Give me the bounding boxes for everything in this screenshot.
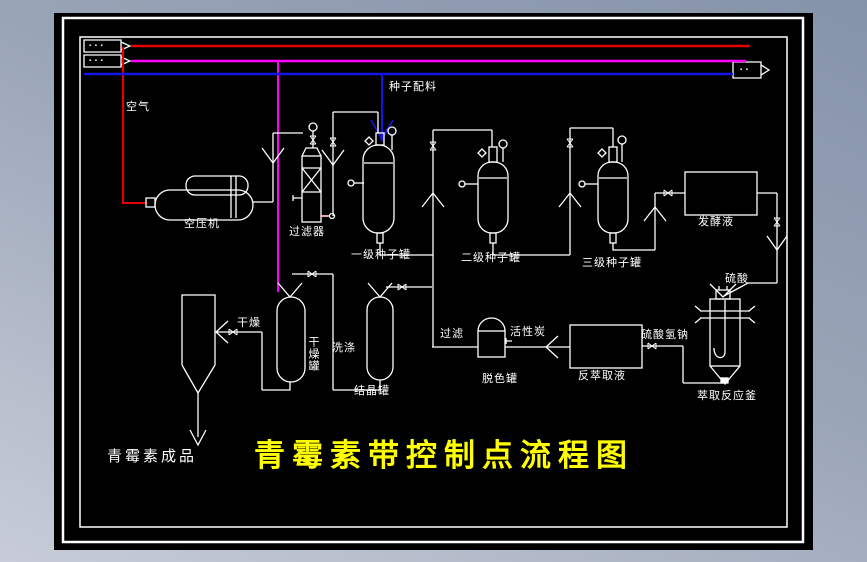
label-washing: 洗涤 bbox=[332, 342, 356, 354]
label-filter-unit: 过滤器 bbox=[289, 226, 325, 238]
seed-tank-3-shape bbox=[578, 135, 629, 244]
extraction-reactor-shape bbox=[694, 286, 756, 386]
page-title: 青霉素带控制点流程图 bbox=[254, 438, 634, 473]
label-back-extract-liquid: 反萃取液 bbox=[578, 370, 626, 382]
label-dryer-tank: 干燥罐 bbox=[307, 336, 319, 372]
seed-tank-2-shape bbox=[458, 139, 509, 244]
label-filtration: 过滤 bbox=[440, 328, 464, 340]
label-crystallizer: 结晶罐 bbox=[354, 385, 390, 397]
flag-text-2: ▪ ▪ ▪ bbox=[89, 58, 104, 64]
compressor-shape bbox=[145, 175, 254, 221]
drawing-border bbox=[61, 16, 805, 544]
label-seed-tank-3: 三级种子罐 bbox=[582, 257, 642, 269]
label-seed-feed: 种子配料 bbox=[389, 81, 437, 93]
filter-shape bbox=[292, 122, 336, 223]
seed-tank-1-shape bbox=[347, 126, 397, 244]
label-sodium-bisulfate: 硫酸氢钠 bbox=[641, 329, 689, 341]
label-activated-carbon: 活性炭 bbox=[510, 326, 546, 338]
decolor-tank-shape bbox=[477, 317, 512, 358]
fermentation-box-shape bbox=[684, 171, 758, 216]
label-extraction-reactor: 萃取反应釜 bbox=[697, 390, 757, 402]
label-decolor-tank: 脱色罐 bbox=[482, 373, 518, 385]
seed-feed-line bbox=[84, 72, 733, 143]
flag-text-3: ▪ ▪ bbox=[740, 67, 749, 73]
label-seed-tank-1: 一级种子罐 bbox=[351, 249, 411, 261]
label-compressor: 空压机 bbox=[184, 218, 220, 230]
flow-arrow-icons bbox=[189, 147, 788, 447]
label-seed-tank-2: 二级种子罐 bbox=[461, 252, 521, 264]
product-hopper-shape bbox=[181, 294, 216, 394]
dryer-tank-shape bbox=[276, 296, 306, 383]
process-piping bbox=[197, 111, 778, 437]
label-fermentation-broth: 发酵液 bbox=[698, 216, 734, 228]
label-air: 空气 bbox=[126, 101, 150, 113]
label-sulfuric-acid: 硫酸 bbox=[725, 273, 749, 285]
back-extract-box-shape bbox=[569, 324, 643, 369]
label-drying: 干燥 bbox=[237, 317, 261, 329]
utility-line bbox=[131, 59, 746, 292]
flag-text-1: ▪ ▪ ▪ bbox=[89, 43, 104, 49]
crystallizer-shape bbox=[366, 296, 394, 381]
label-product: 青霉素成品 bbox=[107, 448, 198, 465]
